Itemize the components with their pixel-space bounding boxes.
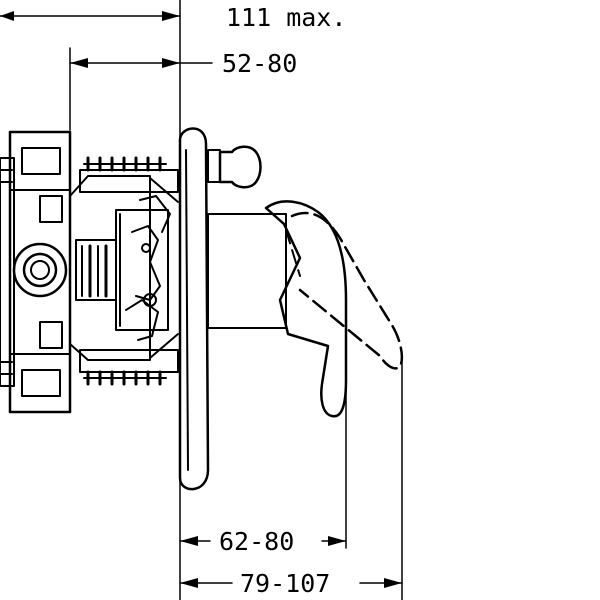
valve-cartridge bbox=[69, 156, 179, 386]
dimension-label-79-107: 79-107 bbox=[240, 569, 330, 598]
diverter-knob bbox=[207, 145, 262, 189]
lever-open-position bbox=[285, 211, 404, 370]
dimension-62-80: 62-80 bbox=[179, 527, 347, 556]
dimension-label-52-80: 52-80 bbox=[222, 49, 297, 78]
dimension-52-80: 52-80 bbox=[69, 49, 297, 78]
dimension-111-max: 111 max. bbox=[0, 3, 346, 32]
inlet-connection bbox=[12, 242, 68, 298]
cover-plate bbox=[178, 127, 210, 491]
dimension-label-62-80: 62-80 bbox=[219, 527, 294, 556]
lever-solid bbox=[264, 200, 348, 418]
mounting-body bbox=[0, 130, 72, 414]
lever-body bbox=[207, 213, 287, 329]
dimension-label-111-max: 111 max. bbox=[226, 3, 346, 32]
dimension-79-107: 79-107 bbox=[179, 569, 403, 598]
